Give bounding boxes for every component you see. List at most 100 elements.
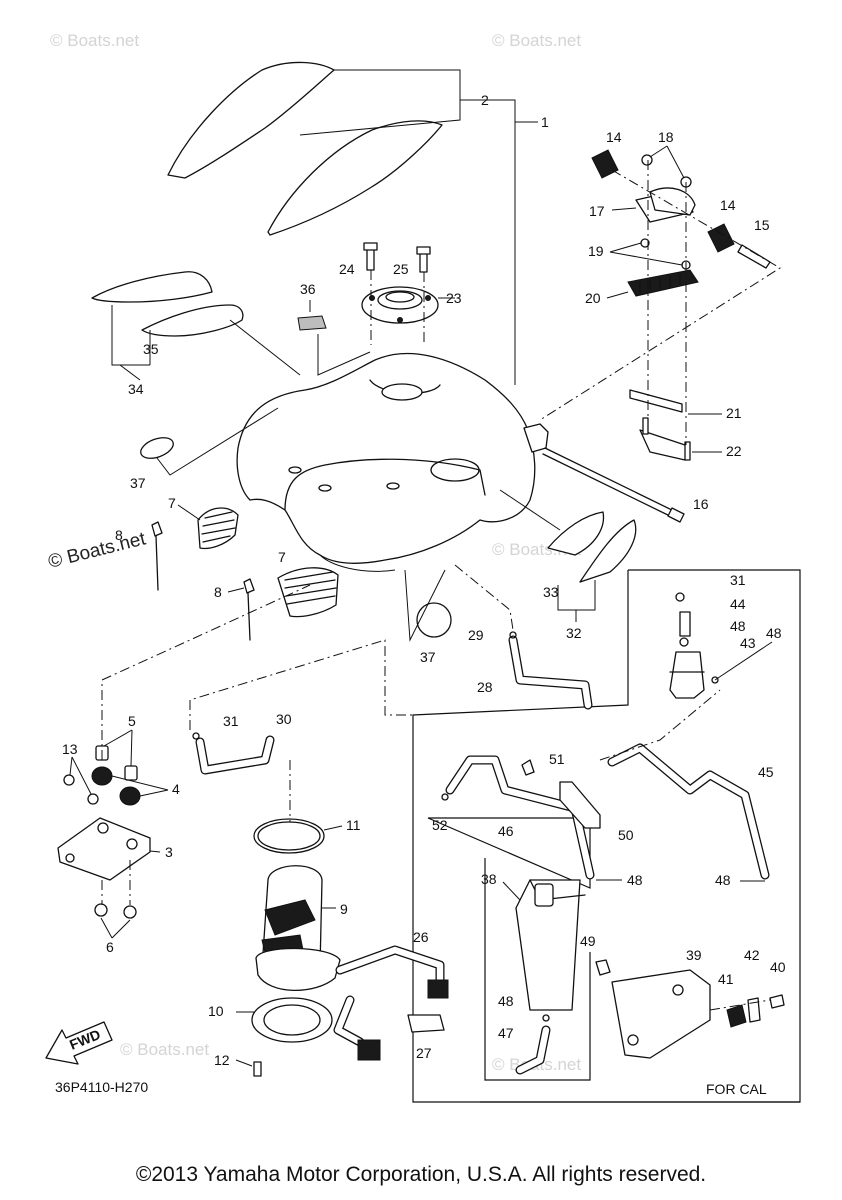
callout-21: 21: [726, 405, 742, 421]
tank-bracket-front: [523, 423, 549, 453]
collar-5b: [124, 765, 138, 781]
callout-33: 33: [543, 584, 559, 600]
callout-4: 4: [172, 781, 180, 797]
watermark: © Boats.net: [492, 31, 581, 50]
callout-50: 50: [618, 827, 634, 843]
filler-opening: [381, 383, 423, 401]
damper-14-right: [707, 223, 735, 253]
bolt-13b: [87, 793, 99, 805]
callout-6: 6: [106, 939, 114, 955]
bolt-24: [366, 247, 375, 271]
cover-33-right: [579, 519, 637, 583]
callout-41: 41: [718, 971, 734, 987]
clip-31: [675, 592, 685, 602]
side-cover-upper-right: [267, 120, 443, 236]
callout-47: 47: [498, 1025, 514, 1041]
callout-48c: 48: [627, 872, 643, 888]
filter-43: [669, 651, 705, 699]
side-trim-35-upper: [91, 271, 213, 303]
callout-18: 18: [658, 129, 674, 145]
fuel-tank-parts-diagram: © Boats.net © Boats.net © Boats.net © Bo…: [45, 31, 801, 1103]
callout-32: 32: [566, 625, 582, 641]
callout-8-lower: 8: [214, 584, 222, 600]
callout-8-upper: 8: [115, 527, 123, 543]
bolt-40: [769, 994, 785, 1009]
callout-16: 16: [693, 496, 709, 512]
callout-20: 20: [585, 290, 601, 306]
canister-38: [515, 879, 581, 1011]
collar-42: [747, 997, 761, 1023]
emblem-37-lower: [416, 602, 452, 638]
callout-28: 28: [477, 679, 493, 695]
collar-15: [737, 244, 771, 269]
bolt-51: [521, 759, 535, 776]
callout-2: 2: [481, 92, 489, 108]
fuel-tank: [236, 352, 536, 564]
callout-34: 34: [128, 381, 144, 397]
bracket-50: [559, 781, 601, 829]
callout-26: 26: [413, 929, 429, 945]
callout-48d: 48: [715, 872, 731, 888]
callout-49: 49: [580, 933, 596, 949]
bracket-3: [57, 817, 151, 881]
callout-46: 46: [498, 823, 514, 839]
bolt-16: [667, 507, 685, 523]
callout-27: 27: [416, 1045, 432, 1061]
callout-31-right: 31: [730, 572, 746, 588]
for-cal-label: FOR CAL: [706, 1081, 767, 1097]
bracket-21: [629, 389, 683, 413]
callout-3: 3: [165, 844, 173, 860]
callout-45: 45: [758, 764, 774, 780]
callout-14-right: 14: [720, 197, 736, 213]
bolt-49: [595, 959, 611, 976]
bolt-12: [253, 1061, 262, 1077]
bracket-39: [611, 969, 711, 1059]
fwd-arrow-icon: [45, 1021, 113, 1065]
callout-7-lower: 7: [278, 549, 286, 565]
bolt-6b: [123, 905, 137, 919]
callout-30: 30: [276, 711, 292, 727]
connector-26b: [357, 1039, 381, 1061]
damper-20: [627, 269, 699, 297]
side-trim-35-lower: [141, 304, 244, 337]
bolt-25: [419, 251, 428, 273]
watermark: © Boats.net: [50, 31, 139, 50]
copyright-notice: ©2013 Yamaha Motor Corporation, U.S.A. A…: [135, 1163, 707, 1186]
for-cal-box-inner: [412, 570, 800, 1103]
callout-31-left: 31: [223, 713, 239, 729]
callout-42: 42: [744, 947, 760, 963]
bolt-6a: [94, 903, 108, 917]
callout-22: 22: [726, 443, 742, 459]
callout-48b: 48: [766, 625, 782, 641]
seal-11: [253, 818, 325, 854]
callout-24: 24: [339, 261, 355, 277]
callout-37-upper: 37: [130, 475, 146, 491]
damper-4a: [91, 766, 113, 786]
leader-2: [299, 69, 461, 136]
callout-23: 23: [446, 290, 462, 306]
diagram-code: 36P4110-H270: [55, 1079, 148, 1095]
bolt-22a: [642, 417, 649, 435]
watermark-dark: © Boats.net: [46, 528, 148, 573]
callout-39: 39: [686, 947, 702, 963]
callout-5: 5: [128, 713, 136, 729]
canister-hose-box: [427, 817, 591, 889]
damper-14-left: [591, 149, 619, 179]
cover-33-left: [547, 511, 605, 556]
tie-8-lower: [243, 578, 255, 594]
nut-18a: [641, 154, 653, 166]
pad-36: [297, 315, 327, 331]
tie-8-upper: [151, 521, 163, 537]
bolt-22b: [684, 441, 691, 461]
callout-36: 36: [300, 281, 316, 297]
callout-14-left: 14: [606, 129, 622, 145]
callout-15: 15: [754, 217, 770, 233]
callout-25: 25: [393, 261, 409, 277]
pump-opening: [430, 458, 480, 482]
callout-37-lower: 37: [420, 649, 436, 665]
clip-48: [679, 637, 689, 647]
callout-1: 1: [541, 114, 549, 130]
callout-13: 13: [62, 741, 78, 757]
callout-40: 40: [770, 959, 786, 975]
hose-44: [679, 611, 691, 637]
